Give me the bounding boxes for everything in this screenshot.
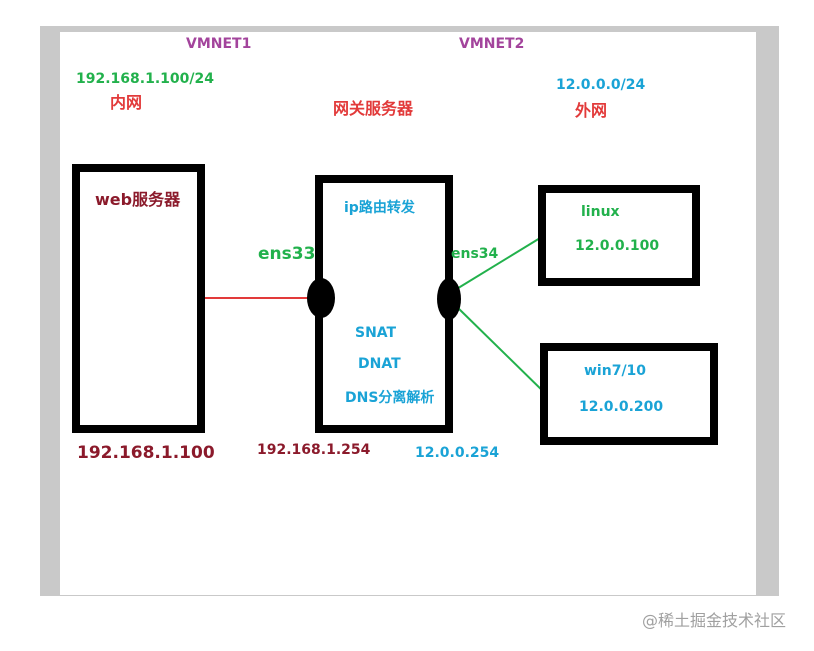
gateway-server-title: 网关服务器 [333,99,414,118]
link-ens34-to-win [454,304,551,399]
web-server-box [72,164,205,433]
web-server-label: web服务器 [95,190,181,209]
ip-forward-label: ip路由转发 [344,200,415,216]
win-host-box [540,343,718,445]
watermark-text: @稀土掘金技术社区 [642,611,787,630]
linux-host-label: linux [581,204,620,220]
gateway-inner-ip: 192.168.1.254 [257,442,371,458]
vmnet2-label: VMNET2 [459,36,525,52]
outer-network-ip: 12.0.0.0/24 [556,77,646,93]
inner-network-ip: 192.168.1.100/24 [76,71,214,87]
win-host-ip: 12.0.0.200 [579,399,664,415]
ens34-label: ens34 [451,246,499,262]
ens34-port [437,278,461,320]
link-ens34-to-linux [454,234,546,291]
outer-network-label: 外网 [575,101,608,120]
snat-label: SNAT [355,325,397,341]
gateway-outer-ip: 12.0.0.254 [415,445,500,461]
linux-host-box [538,185,700,286]
ens33-label: ens33 [258,244,316,264]
dns-split-label: DNS分离解析 [345,390,435,406]
win-host-label: win7/10 [584,363,647,379]
linux-host-ip: 12.0.0.100 [575,238,660,254]
vmnet1-label: VMNET1 [186,36,252,52]
dnat-label: DNAT [358,356,401,372]
ens33-port [307,278,335,318]
inner-network-label: 内网 [110,93,143,112]
web-server-ip: 192.168.1.100 [77,443,215,463]
